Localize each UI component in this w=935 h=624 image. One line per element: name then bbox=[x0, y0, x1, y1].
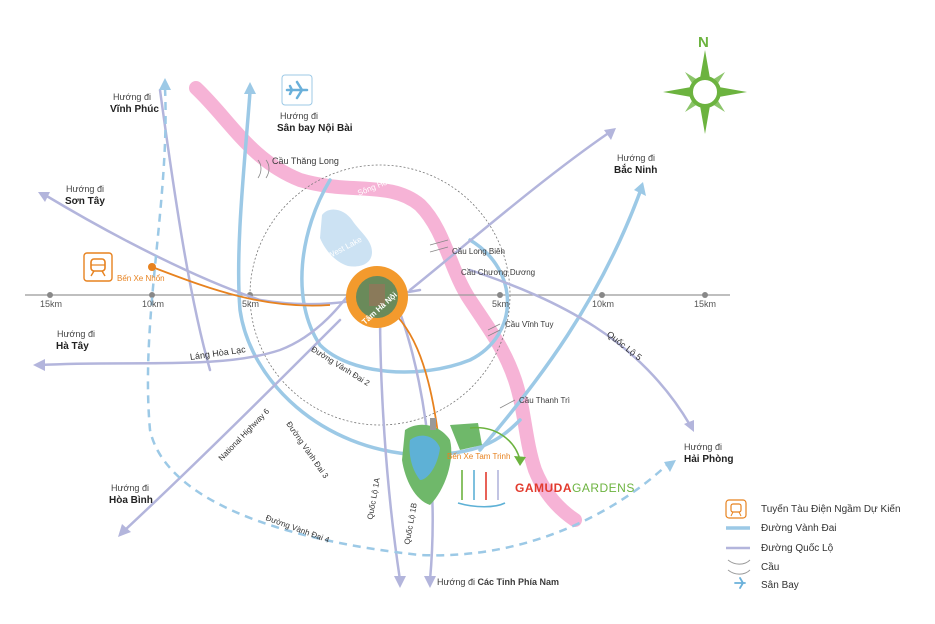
gamuda-logo-mark bbox=[457, 470, 506, 508]
scale-label: 10km bbox=[592, 299, 615, 309]
airport-icon bbox=[729, 578, 751, 592]
metro-map-icon bbox=[83, 252, 113, 282]
scale-label: 15km bbox=[40, 299, 63, 309]
legend-national-road: Đường Quốc Lộ bbox=[729, 539, 833, 557]
ben-xe-tam-trinh-label: Bến Xe Tam Trinh bbox=[447, 452, 511, 461]
scale-label: 5km bbox=[492, 299, 510, 309]
destination-vinh-phuc: Vĩnh Phúc bbox=[110, 104, 159, 115]
ring-road-line bbox=[729, 521, 751, 535]
destination-hai-phong: Hải Phòng bbox=[684, 454, 734, 465]
cau-vinh-tuy-label: Cầu Vĩnh Tuy bbox=[505, 320, 554, 329]
destination-sub: Hướng đi bbox=[113, 92, 151, 102]
cau-long-bien-label: Cầu Long Biên bbox=[452, 247, 505, 256]
scale-label: 5km bbox=[242, 299, 260, 309]
legend-label: Sân Bay bbox=[761, 579, 799, 591]
destination-main: Các Tỉnh Phía Nam bbox=[477, 577, 559, 587]
destination-sub: Hướng đi bbox=[280, 111, 318, 121]
legend-metro: Tuyến Tàu Điện Ngầm Dự Kiến bbox=[729, 500, 901, 518]
destination-sub: Hướng đi bbox=[617, 153, 655, 163]
national-road-line bbox=[729, 541, 751, 555]
legend-ring-road: Đường Vành Đai bbox=[729, 519, 837, 537]
destination-sub: Hướng đi bbox=[437, 577, 475, 587]
west-lake bbox=[320, 209, 372, 267]
legend-airport: Sân Bay bbox=[729, 576, 799, 594]
legend-label: Cầu bbox=[761, 561, 780, 573]
cau-thang-long-label: Cầu Thăng Long bbox=[272, 156, 339, 166]
destination-noi-bai: Sân bay Nội Bài bbox=[277, 123, 353, 134]
compass-rose bbox=[663, 50, 747, 134]
legend-label: Đường Vành Đai bbox=[761, 522, 837, 534]
legend-swatches bbox=[725, 499, 751, 590]
compass-north-label: N bbox=[698, 34, 709, 51]
destination-sub: Hướng đi bbox=[66, 184, 104, 194]
destination-sub: Hướng đi bbox=[111, 483, 149, 493]
legend-label: Tuyến Tàu Điện Ngầm Dự Kiến bbox=[761, 503, 901, 515]
brand-bold: GAMUDA bbox=[515, 481, 572, 495]
destination-sub: Hướng đi bbox=[57, 329, 95, 339]
legend-label: Đường Quốc Lộ bbox=[761, 542, 834, 554]
destination-son-tay: Sơn Tây bbox=[65, 196, 105, 207]
brand-light: GARDENS bbox=[572, 481, 635, 495]
cau-thanh-tri-label: Cầu Thanh Trì bbox=[519, 396, 570, 405]
bridge-mark bbox=[729, 560, 751, 574]
airport-map-icon bbox=[281, 74, 313, 106]
ring-road-4-dashed bbox=[146, 87, 671, 557]
cau-chuong-duong-label: Cầu Chương Dương bbox=[461, 268, 536, 277]
destination-bac-ninh: Bắc Ninh bbox=[614, 165, 658, 176]
destination-hoa-binh: Hòa Bình bbox=[109, 495, 153, 506]
ben-xe-nhon-label: Bến Xe Nhổn bbox=[117, 274, 165, 283]
red-river bbox=[189, 81, 582, 527]
destination-phia-nam: Hướng đi Các Tỉnh Phía Nam bbox=[437, 577, 559, 587]
scale-label: 15km bbox=[694, 299, 717, 309]
destination-sub: Hướng đi bbox=[684, 442, 722, 452]
gamuda-site bbox=[402, 418, 482, 505]
destination-ha-tay: Hà Tây bbox=[56, 341, 89, 352]
gamuda-gardens-logo: GAMUDAGARDENS bbox=[515, 481, 635, 495]
scale-label: 10km bbox=[142, 299, 165, 309]
legend-bridge: Cầu bbox=[729, 558, 779, 576]
metro-icon bbox=[729, 502, 751, 516]
